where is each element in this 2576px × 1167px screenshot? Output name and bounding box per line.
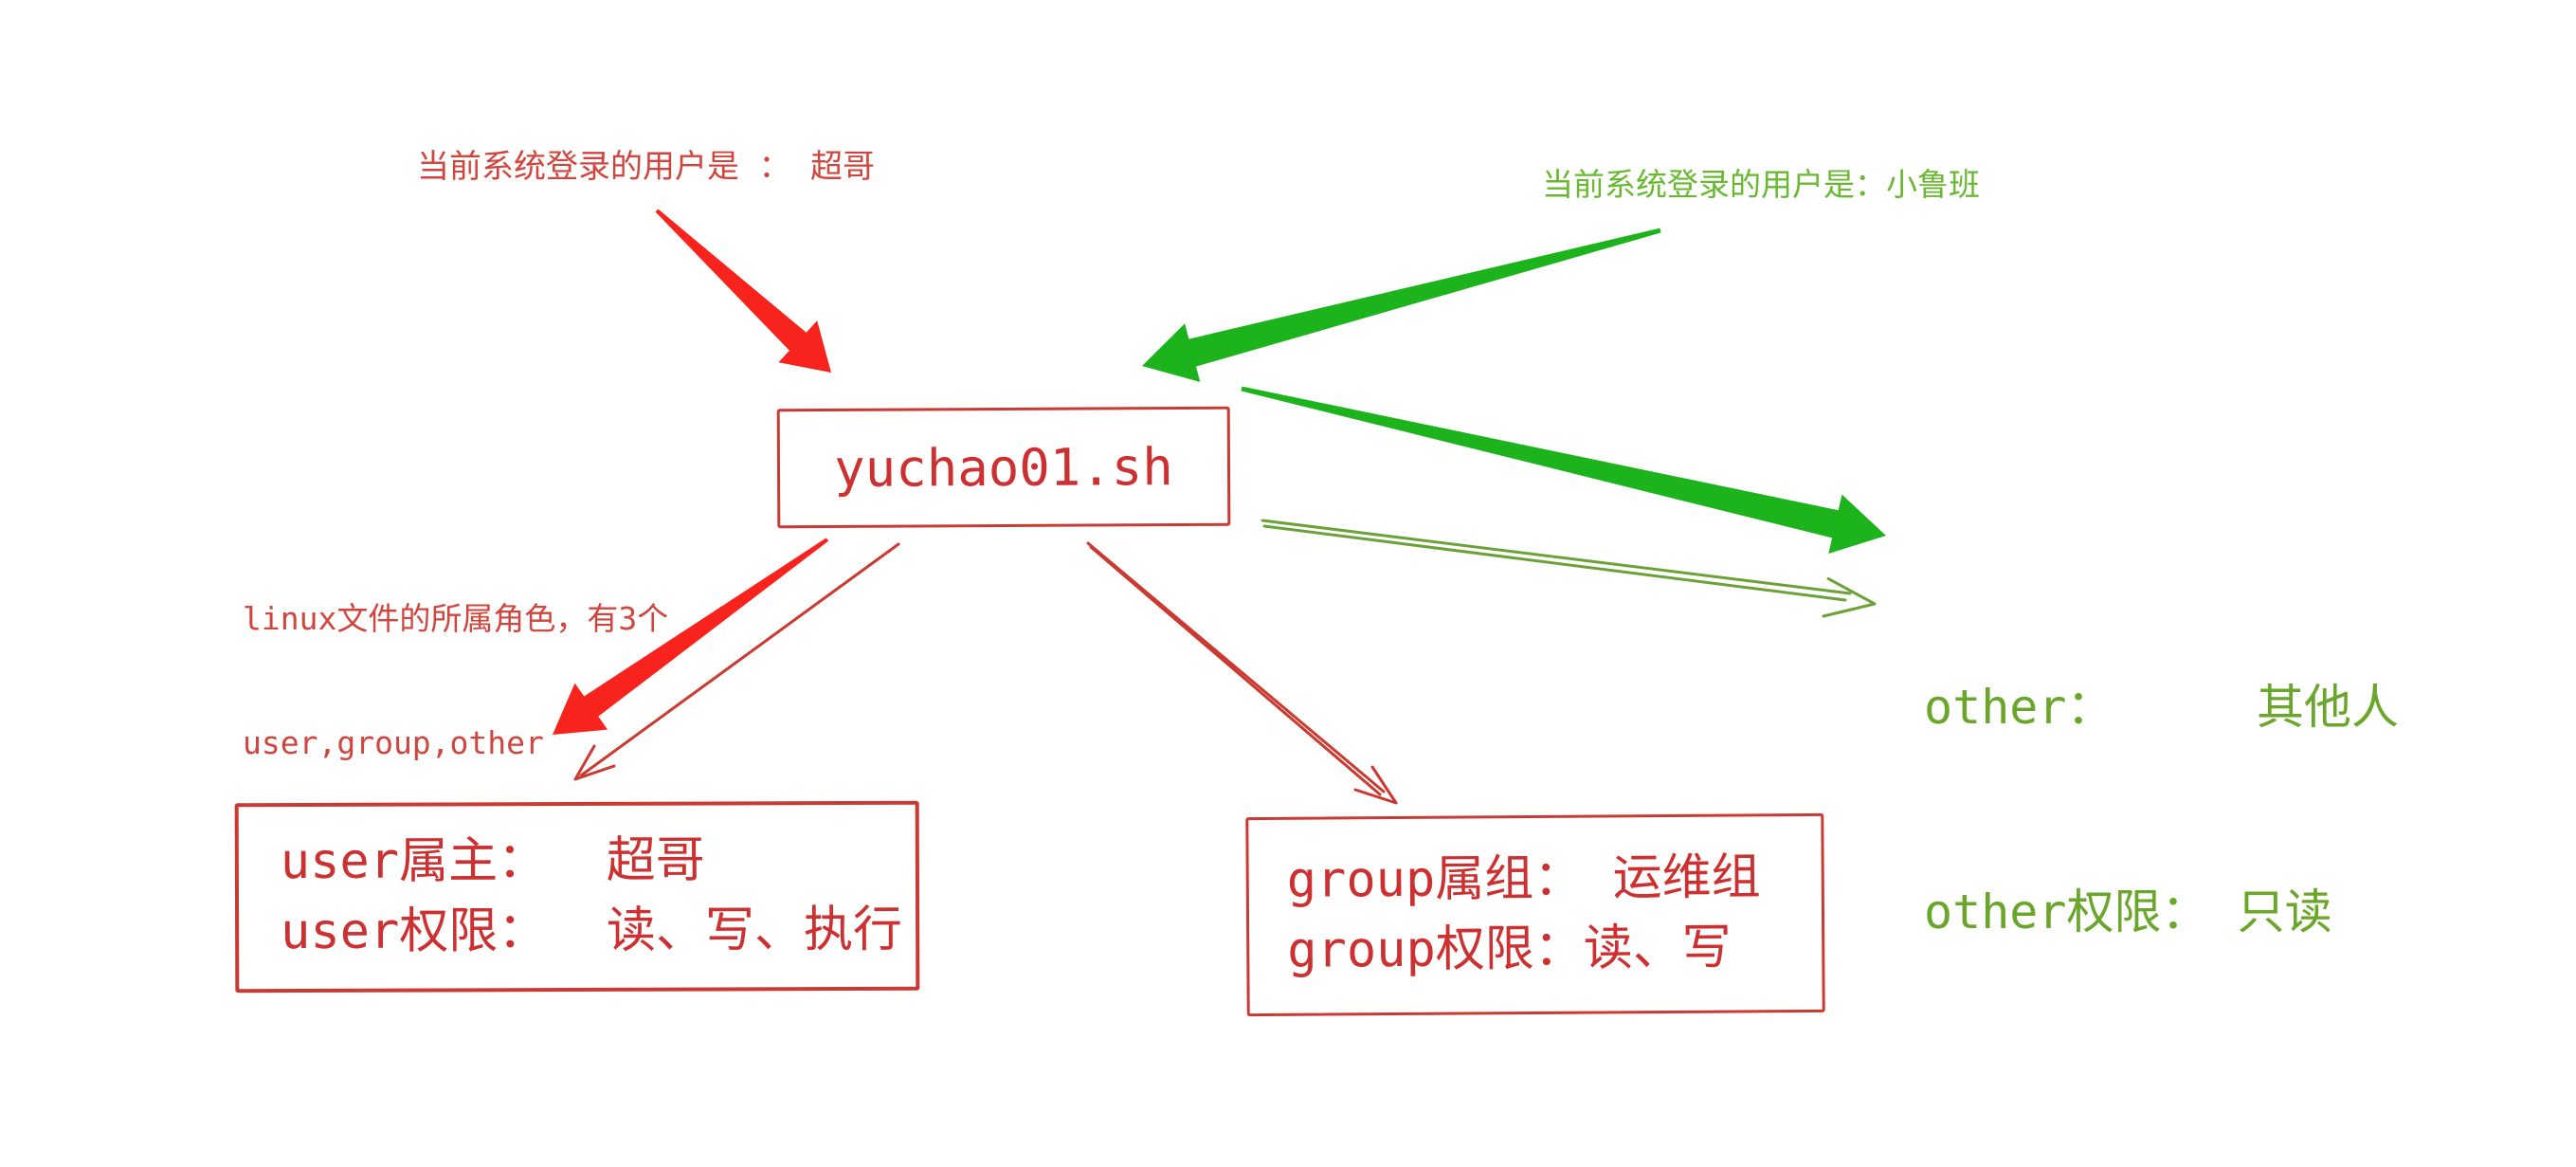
user-permission-box: user属主： 超哥 user权限： 读、写、执行	[234, 800, 920, 994]
arrow-green-file-to-other-thick	[1241, 386, 1886, 554]
note-file-roles: linux文件的所属角色，有3个 user,group,other	[243, 515, 668, 848]
arrow-red-file-to-group	[1086, 541, 1398, 805]
group-permission-box: group属组： 运维组 group权限：读、写	[1245, 812, 1825, 1017]
note-file-roles-line1: linux文件的所属角色，有3个	[243, 599, 669, 637]
arrow-red-login-to-file	[655, 209, 831, 373]
file-name: yuchao01.sh	[834, 436, 1173, 499]
arrow-red-file-to-user-thick	[553, 538, 829, 735]
arrow-green-login-to-file	[1142, 228, 1661, 382]
arrow-red-file-to-user-thin	[573, 542, 900, 781]
file-box: yuchao01.sh	[776, 406, 1231, 529]
label-current-login-user-red: 当前系统登录的用户是 ： 超哥	[417, 148, 875, 186]
label-current-login-user-green: 当前系统登录的用户是：小鲁班	[1542, 166, 1980, 203]
other-permission-block: other： 其他人 other权限： 只读	[1924, 537, 2399, 1083]
user-owner-line: user属主： 超哥	[280, 831, 705, 891]
other-permission-line: other权限： 只读	[1924, 884, 2332, 939]
note-file-roles-line2: user,group,other	[243, 724, 544, 762]
group-permission-line: group权限：读、写	[1287, 919, 1732, 979]
group-owner-line: group属组： 运维组	[1286, 848, 1761, 910]
arrow-green-file-to-other-thin	[1261, 519, 1877, 618]
other-role-line: other： 其他人	[1924, 680, 2400, 735]
user-permission-line: user权限： 读、写、执行	[281, 901, 903, 961]
